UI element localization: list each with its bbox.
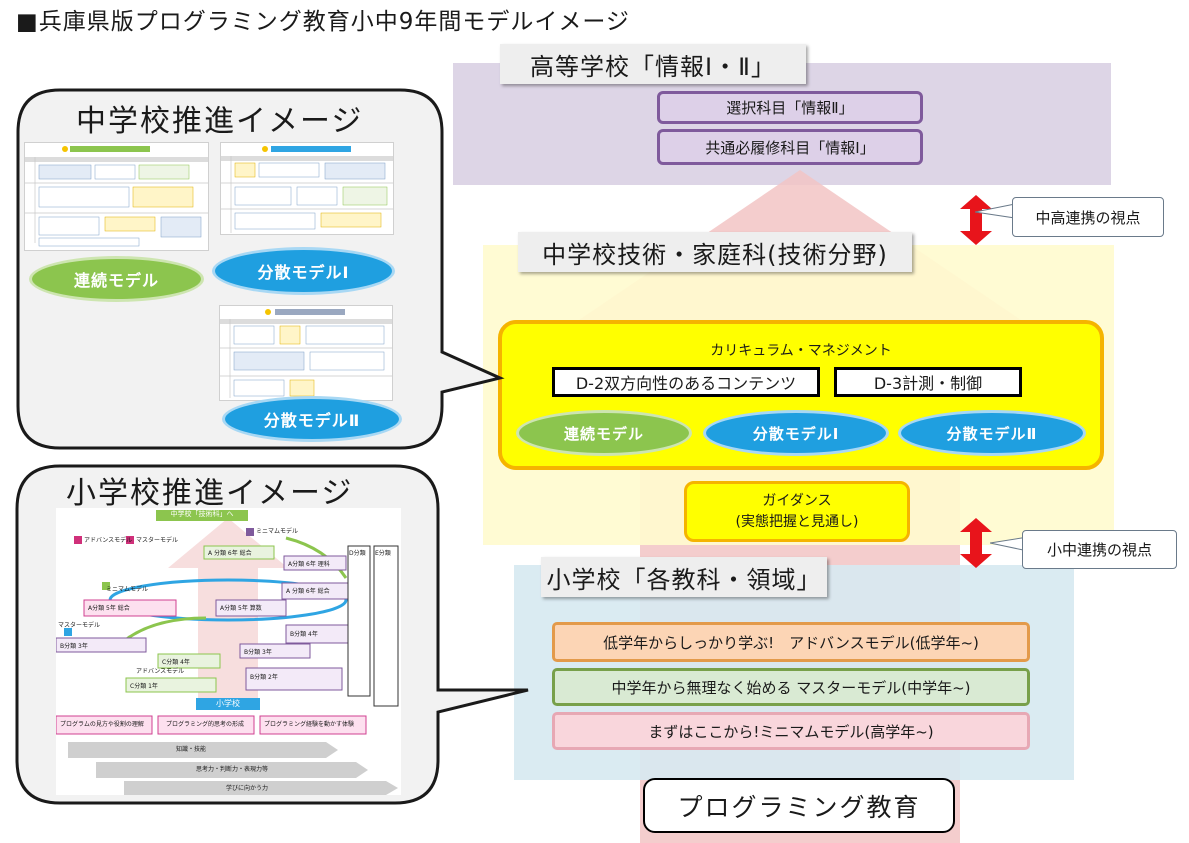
thumb-a6-sci: A 分類 6年 総合 [208, 550, 252, 557]
distributed-model-2-document-thumbnail [219, 305, 393, 401]
thumb-minimum: ミニマムモデル [256, 528, 299, 535]
thumb-e-class: E分類 [375, 550, 391, 557]
thumb-master-start: マスターモデル [58, 622, 101, 629]
continuous-model-document-thumbnail [24, 142, 209, 251]
distributed-model-2-ellipse: 分散モデルⅡ [898, 410, 1086, 456]
thumb-c4: C分類 4年 [162, 659, 190, 666]
thumb-row-learn: 学びに向かう力 [226, 785, 269, 792]
thumb-col2: プログラミング的思考の形成 [166, 721, 245, 728]
guidance-box: ガイダンス (実態把握と見通し) [684, 481, 910, 542]
thumb-row-skill: 知識・技能 [176, 746, 207, 753]
junior-high-label: 中学校技術・家庭科(技術分野) [518, 232, 912, 272]
jh-distributed-model-1-ellipse: 分散モデルⅠ [212, 247, 395, 295]
continuous-model-ellipse: 連続モデル [516, 410, 692, 456]
thumb-col3: プログラミング経験を動かす体験 [264, 721, 355, 728]
thumb-row-think: 思考力・判断力・表現力等 [196, 766, 269, 773]
content-d2-box: D-2双方向性のあるコンテンツ [552, 367, 820, 397]
high-school-label: 高等学校「情報Ⅰ・Ⅱ」 [500, 44, 806, 84]
elementary-label: 小学校「各教科・領域」 [541, 557, 827, 597]
thumb-master: マスターモデル [136, 537, 179, 544]
thumb-minimum-start: ミニマムモデル [106, 586, 149, 593]
elective-subject-box: 選択科目「情報Ⅱ」 [657, 91, 923, 124]
thumb-d-class: D分類 [349, 550, 366, 557]
thumb-a5-int: A 分類 6年 総合 [286, 588, 330, 595]
thumb-advance-start: アドバンスモデル [136, 668, 185, 675]
page-title: ■兵庫県版プログラミング教育小中9年間モデルイメージ [16, 9, 630, 35]
curriculum-management-box: カリキュラム・マネジメント D-2双方向性のあるコンテンツ D-3計測・制御 連… [498, 320, 1104, 470]
required-subject-box: 共通必履修科目「情報Ⅰ」 [657, 129, 923, 165]
thumb-a5-total: A分類 5年 総合 [88, 605, 130, 612]
thumb-b4-music: B分類 4年 [290, 631, 318, 638]
thumb-b2-lang: B分類 2年 [250, 674, 278, 681]
distributed-model-1-document-thumbnail [220, 142, 394, 235]
thumb-header: 中学校「技術科」へ [170, 510, 234, 518]
jh-bubble-title: 中学校推進イメージ [76, 104, 364, 139]
el-jh-link-callout: 小中連携の視点 [1022, 530, 1177, 569]
thumb-a6-int: A分類 6年 理科 [288, 561, 330, 568]
thumb-c1: C分類 1年 [130, 683, 158, 690]
thumb-advance: アドバンスモデル [84, 537, 133, 544]
guidance-subtitle: (実態把握と見通し) [735, 514, 859, 530]
jh-continuous-model-ellipse: 連続モデル [29, 256, 204, 302]
el-bubble-title: 小学校推進イメージ [66, 476, 354, 511]
jh-distributed-model-2-ellipse: 分散モデルⅡ [222, 396, 402, 442]
thumb-b3-lang: B分類 3年 [244, 649, 272, 656]
thumb-a5-math: A分類 5年 算数 [220, 605, 262, 612]
jh-hs-double-arrow-icon [960, 195, 992, 245]
thumb-col1: プログラムの見方や役割の理解 [60, 721, 144, 728]
guidance-title: ガイダンス [762, 493, 832, 509]
minimum-model-bar: まずはここから!ミニマムモデル(高学年~) [552, 712, 1030, 750]
distributed-model-1-ellipse: 分散モデルⅠ [703, 410, 889, 456]
advance-model-bar: 低学年からしっかり学ぶ! アドバンスモデル(低学年~) [552, 622, 1030, 662]
elementary-plan-thumbnail: 中学校「技術科」へ アドバンスモデル マスターモデル ミニマムモデル A 分類 … [56, 508, 401, 795]
el-jh-double-arrow-icon [960, 518, 992, 568]
master-model-bar: 中学年から無理なく始める マスターモデル(中学年~) [552, 668, 1030, 706]
jh-hs-link-callout: 中高連携の視点 [1012, 197, 1164, 237]
thumb-school: 小学校 [216, 699, 240, 708]
curriculum-management-title: カリキュラム・マネジメント [710, 343, 892, 359]
content-d3-box: D-3計測・制御 [834, 367, 1022, 397]
programming-education-base: プログラミング教育 [643, 778, 955, 833]
thumb-b3-social: B分類 3年 [60, 643, 88, 650]
